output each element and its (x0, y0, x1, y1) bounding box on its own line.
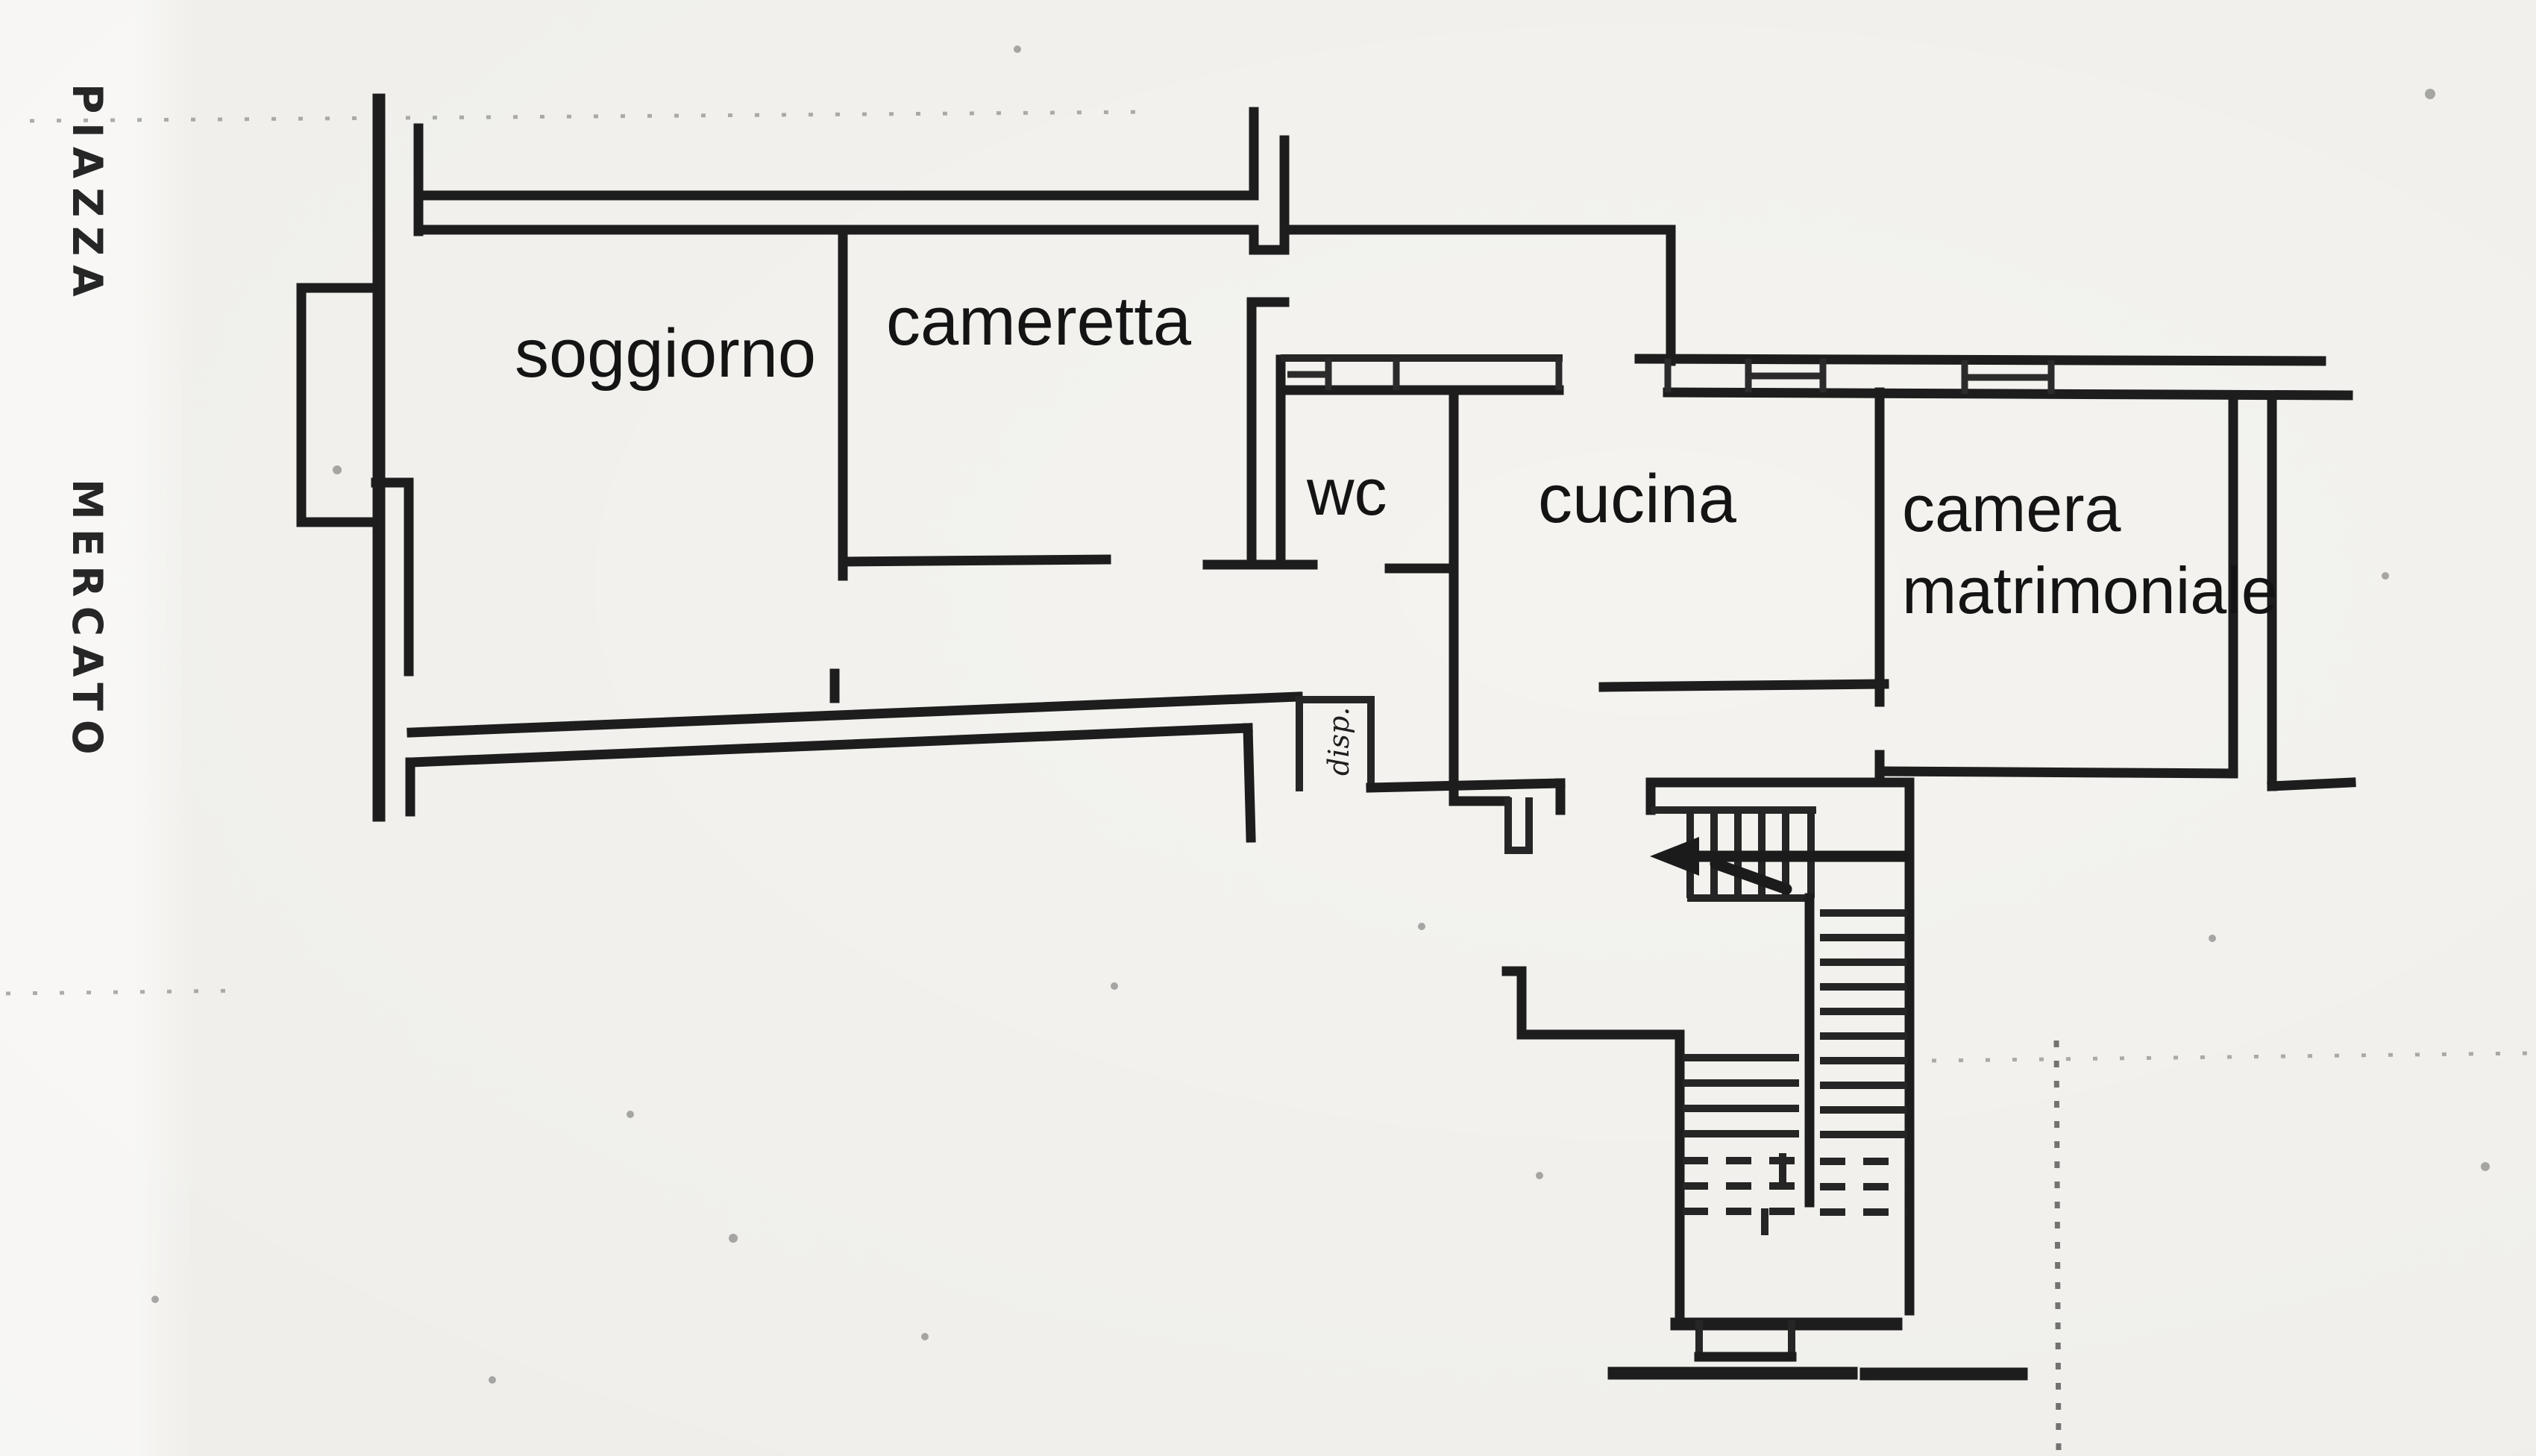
room-label-cucina: cucina (1538, 461, 1737, 537)
staircase (1607, 777, 2028, 1381)
stair-direction-arrow-icon (1650, 837, 1910, 895)
room-label-soggiorno: soggiorno (515, 316, 816, 392)
exterior-and-interior-walls (296, 93, 2356, 1040)
street-label: PIAZZA MERCATO (63, 84, 111, 764)
street-label-line2: MERCATO (63, 479, 111, 764)
scan-artifacts (5, 46, 2529, 1455)
room-label-wc: wc (1306, 455, 1387, 529)
room-label-camera-line1: camera (1902, 471, 2121, 545)
room-label-camera-matrimoniale: camera matrimoniale (1902, 471, 2278, 627)
room-label-camera-line2: matrimoniale (1902, 553, 2278, 627)
closet-label-disp: disp. (1322, 707, 1355, 776)
street-label-line1: PIAZZA (63, 84, 111, 306)
room-label-cameretta: cameretta (886, 283, 1192, 360)
